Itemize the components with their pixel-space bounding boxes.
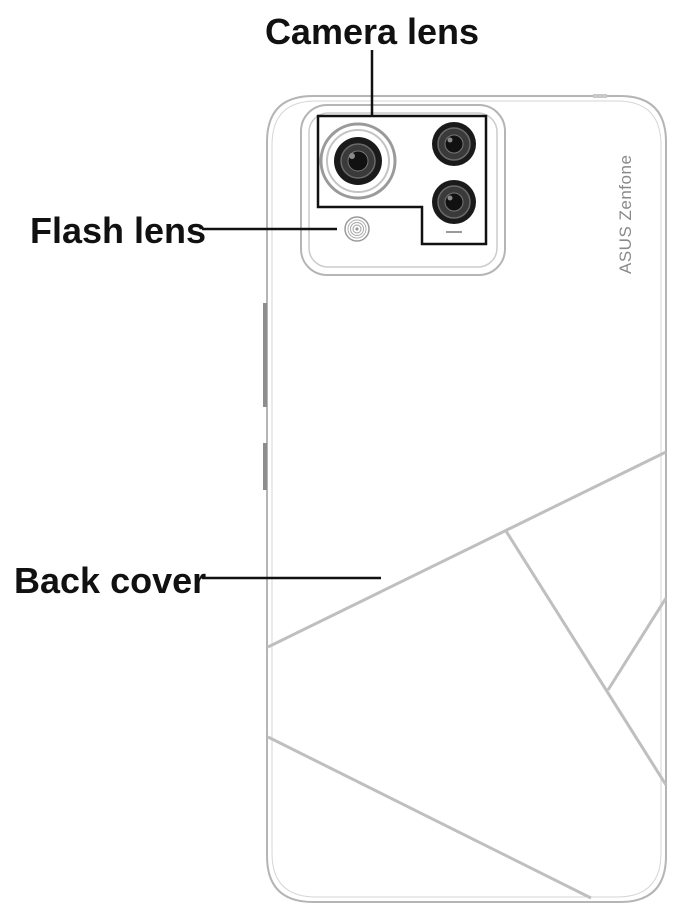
brand-text: ASUS Zenfone: [616, 155, 635, 274]
back-cover-label: Back cover: [14, 560, 206, 601]
camera-module: [301, 105, 505, 275]
top-antenna-mark: [593, 94, 607, 98]
camera-lens-label: Camera lens: [265, 11, 479, 52]
secondary-camera-lens-bottom: [432, 180, 476, 224]
flash-lens: [345, 217, 369, 241]
flash-lens-label: Flash lens: [30, 210, 206, 251]
volume-button: [263, 303, 267, 407]
power-button: [263, 443, 267, 490]
main-camera-lens: [321, 124, 395, 198]
secondary-camera-lens-top: [432, 122, 476, 166]
camera-module-outer: [301, 105, 505, 275]
